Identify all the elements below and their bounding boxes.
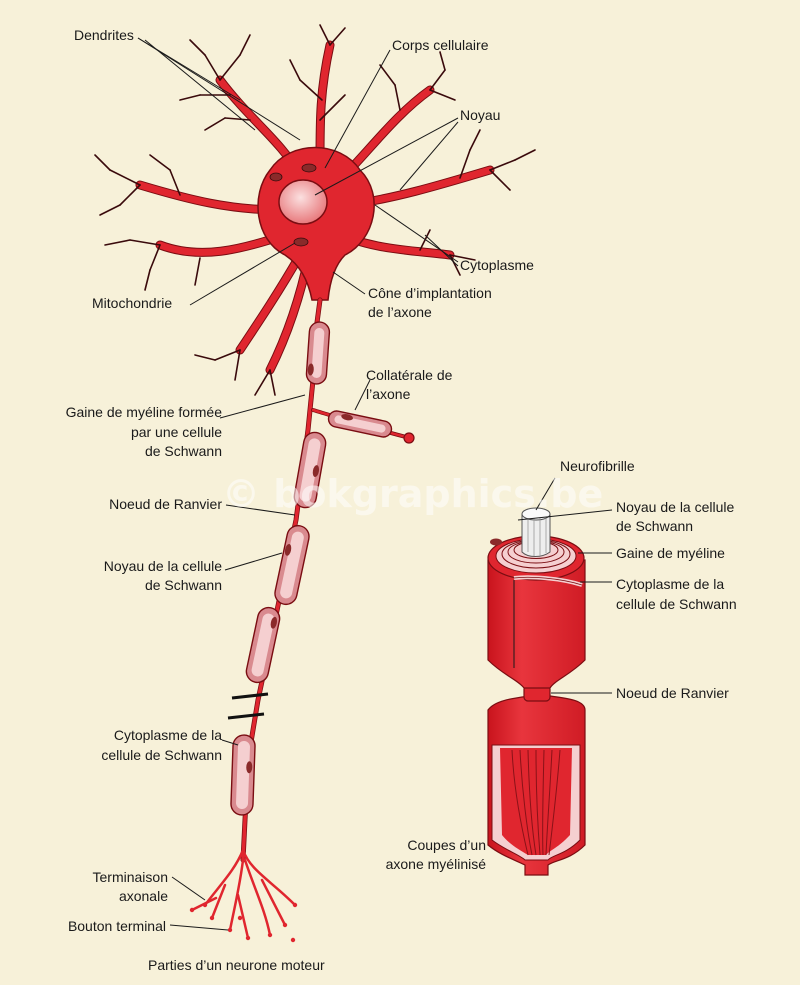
leader-lines [137, 37, 613, 931]
mitochondria [269, 172, 283, 182]
label-cone-1: Cône d’implantation [368, 285, 492, 301]
label-noeud: Noeud de Ranvier [109, 496, 222, 512]
cell-body [257, 146, 375, 301]
label-dendrites: Dendrites [74, 27, 134, 43]
label-r-cyto-2: cellule de Schwann [616, 596, 737, 612]
axon-terminals [189, 848, 298, 943]
label-terminaison-1: Terminaison [93, 869, 168, 885]
label-gaine-3: de Schwann [145, 443, 222, 459]
axon [240, 297, 412, 863]
label-r-cyto-1: Cytoplasme de la [616, 576, 724, 592]
nucleus [278, 179, 328, 225]
label-cytoplasme: Cytoplasme [460, 257, 534, 273]
label-corps-cellulaire: Corps cellulaire [392, 37, 489, 53]
label-r-noyau-1: Noyau de la cellule [616, 499, 735, 515]
label-cone-2: de l’axone [368, 304, 432, 320]
label-r-noyau-2: de Schwann [616, 518, 693, 534]
mitochondria [301, 163, 317, 173]
label-coupes-2: axone myélinisé [386, 856, 487, 872]
label-noyau-schwann-1: Noyau de la cellule [104, 558, 223, 574]
label-bouton-terminal: Bouton terminal [68, 918, 166, 934]
label-collaterale-1: Collatérale de [366, 367, 453, 383]
label-cyto-schwann-1: Cytoplasme de la [114, 727, 222, 743]
label-gaine-2: par une cellule [131, 424, 222, 440]
watermark: © bokgraphics.be [222, 472, 603, 516]
label-noyau: Noyau [460, 107, 500, 123]
label-cyto-schwann-2: cellule de Schwann [101, 747, 222, 763]
label-terminaison-2: axonale [119, 888, 168, 904]
label-noyau-schwann-2: de Schwann [145, 577, 222, 593]
label-mitochondrie: Mitochondrie [92, 295, 172, 311]
label-neurofibrille: Neurofibrille [560, 458, 635, 474]
myelin-sheath-segments [230, 321, 415, 816]
label-r-gaine: Gaine de myéline [616, 545, 725, 561]
mitochondria [293, 237, 309, 247]
myelinated-axon-section [487, 507, 586, 876]
axon-break-marks [227, 692, 269, 720]
labels: Dendrites Corps cellulaire Noyau Cytopla… [66, 27, 737, 973]
label-coupes-1: Coupes d’un [407, 837, 486, 853]
caption: Parties d’un neurone moteur [148, 957, 325, 973]
label-r-noeud: Noeud de Ranvier [616, 685, 729, 701]
label-gaine-1: Gaine de myéline formée [66, 404, 223, 420]
label-collaterale-2: l’axone [366, 386, 411, 402]
